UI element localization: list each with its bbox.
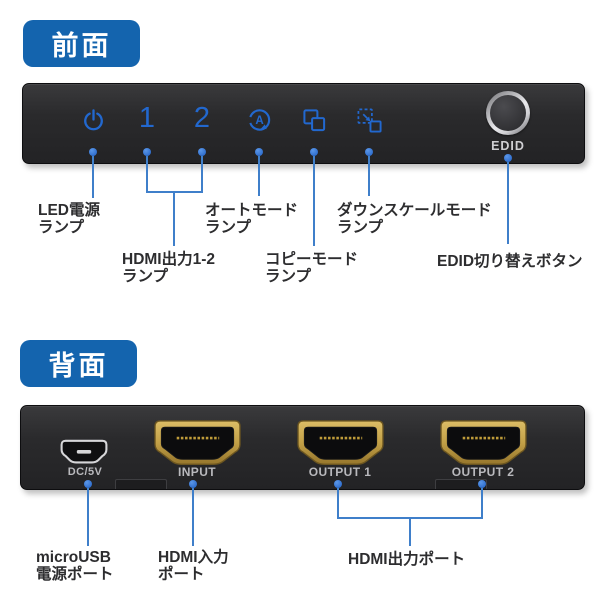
- downscale-mode-callout-line1: ダウンスケールモード: [337, 202, 492, 219]
- microusb-callout-label: microUSB 電源ポート: [36, 549, 114, 583]
- power-callout-line1: LED電源: [38, 202, 101, 219]
- hdmi-outputs-callout-line2: ランプ: [122, 268, 169, 285]
- edid-button-face: [490, 95, 526, 131]
- auto-mode-callout-label: オートモード ランプ: [205, 202, 298, 236]
- hdmi-outputs-port-callout-label: HDMI出力ポート: [348, 551, 465, 568]
- output1-callout-line: [146, 156, 148, 193]
- hdmi-input-callout-line1: HDMI入力: [158, 549, 229, 566]
- hdmi-outputs-callout-label: HDMI出力1-2 ランプ: [122, 251, 215, 285]
- power-callout-line: [92, 156, 94, 198]
- outputs-stem-line: [173, 191, 175, 246]
- rear-panel-notch-right: [435, 479, 487, 489]
- edid-callout-dot: [504, 154, 512, 162]
- front-section-badge: 前面: [23, 20, 140, 67]
- dc-port-label: DC/5V: [67, 466, 103, 478]
- edid-callout-line: [507, 162, 509, 244]
- copy-mode-callout-line1: コピーモード: [265, 251, 359, 268]
- input-port-label: INPUT: [178, 465, 216, 479]
- rear-panel-notch-left: [115, 479, 167, 489]
- output2-callout-line: [201, 156, 203, 193]
- hdmi-outputs-callout-line1: HDMI出力1-2: [122, 251, 216, 268]
- copy-callout-line: [313, 156, 315, 246]
- downscale-callout-dot: [365, 148, 373, 156]
- output2-indicator: 2: [193, 102, 211, 134]
- edid-button-label: EDID: [491, 139, 525, 153]
- microusb-callout-dot: [84, 480, 92, 488]
- hdmi-input-callout-line2: ポート: [158, 566, 205, 583]
- power-callout-label: LED電源 ランプ: [38, 202, 100, 236]
- power-icon: [81, 107, 106, 133]
- power-callout-line2: ランプ: [38, 219, 85, 236]
- copy-callout-dot: [310, 148, 318, 156]
- power-callout-dot: [89, 148, 97, 156]
- output1-port-callout-dot: [334, 480, 342, 488]
- auto-mode-callout-line2: ランプ: [205, 219, 252, 236]
- output2-port-label: OUTPUT 2: [451, 465, 515, 479]
- hdmi-input-callout-label: HDMI入力 ポート: [158, 549, 229, 583]
- edid-button: [486, 91, 530, 135]
- hdmi-output1-port: [294, 420, 387, 467]
- output1-port-label: OUTPUT 1: [308, 465, 372, 479]
- output1-port-callout-line: [337, 488, 339, 517]
- downscale-mode-callout-label: ダウンスケールモード ランプ: [337, 202, 492, 236]
- copy-mode-icon: [302, 108, 327, 133]
- auto-callout-line: [258, 156, 260, 196]
- output2-port-callout-line: [481, 488, 483, 517]
- rear-section-badge: 背面: [20, 340, 137, 387]
- edid-callout-label: EDID切り替えボタン: [437, 253, 583, 270]
- output1-callout-dot: [143, 148, 151, 156]
- microusb-callout-line1: microUSB: [36, 549, 111, 566]
- downscale-mode-icon: [356, 107, 383, 134]
- hdmi-outputs-port-callout-line1: HDMI出力ポート: [348, 551, 466, 568]
- downscale-callout-line: [368, 156, 370, 196]
- edid-callout-line1: EDID切り替えボタン: [437, 253, 583, 270]
- input-callout-dot: [189, 480, 197, 488]
- copy-mode-callout-line2: ランプ: [265, 268, 312, 285]
- outputs-port-stem-line: [409, 517, 411, 546]
- output1-indicator: 1: [138, 102, 156, 134]
- micro-usb-port: [60, 439, 108, 465]
- copy-mode-callout-label: コピーモード ランプ: [265, 251, 358, 285]
- output2-callout-dot: [198, 148, 206, 156]
- hdmi-input-port: [151, 420, 244, 467]
- downscale-mode-callout-line2: ランプ: [337, 219, 384, 236]
- auto-mode-icon: A: [246, 106, 273, 134]
- output2-port-callout-dot: [478, 480, 486, 488]
- auto-mode-callout-line1: オートモード: [205, 202, 299, 219]
- microusb-callout-line2: 電源ポート: [36, 566, 114, 583]
- auto-callout-dot: [255, 148, 263, 156]
- hdmi-output2-port: [437, 420, 530, 467]
- svg-text:A: A: [255, 115, 264, 127]
- input-callout-line: [192, 488, 194, 546]
- microusb-callout-line: [87, 488, 89, 546]
